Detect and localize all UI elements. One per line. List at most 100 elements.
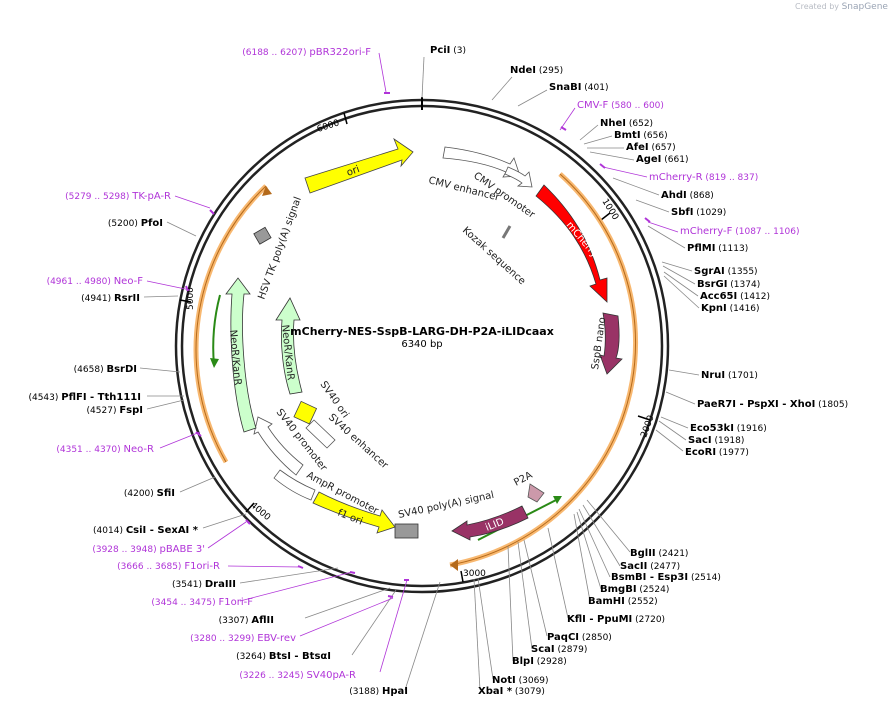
- enzyme-name: XbaI *: [478, 686, 513, 697]
- enzyme-name: PflFI - Tth111I: [61, 392, 141, 403]
- enzyme-name: BamHI: [588, 596, 625, 607]
- site-position: (1701): [725, 371, 758, 381]
- site-position: (580 .. 600): [608, 101, 664, 111]
- site-position: (1412): [737, 292, 770, 302]
- feature-ilid: [451, 505, 529, 541]
- site-position: (2720): [632, 615, 665, 625]
- site-position: (3): [450, 46, 466, 56]
- primer-name: mCherry-F: [680, 226, 733, 237]
- site-label: (3541) DraIII: [172, 579, 236, 590]
- site-position: (3307): [219, 616, 252, 626]
- enzyme-name: NotI: [492, 675, 516, 686]
- feature-sv40-enhancer: [305, 419, 336, 449]
- site-label: (6188 .. 6207) pBR322ori-F: [242, 47, 371, 58]
- enzyme-name: SfiI: [157, 488, 175, 499]
- site-position: (3188): [349, 687, 382, 697]
- site-label: CMV-F (580 .. 600): [577, 100, 664, 111]
- enzyme-name: CsiI - SexAI *: [126, 525, 199, 536]
- orf-arrow-mcherry: [450, 559, 458, 571]
- enzyme-name: NruI: [701, 370, 725, 381]
- enzyme-name: HpaI: [382, 686, 408, 697]
- label-mcherry: mCherry: [564, 220, 600, 260]
- enzyme-name: AhdI: [661, 190, 687, 201]
- site-position: (401): [581, 83, 608, 93]
- site-position: (3454 .. 3475): [151, 598, 218, 608]
- snapgene-logo: SnapGene: [841, 2, 888, 12]
- primer-name: F1ori-F: [219, 597, 254, 608]
- enzyme-name: NdeI: [510, 65, 536, 76]
- tick-5000: 5000: [186, 287, 196, 310]
- site-position: (2850): [579, 633, 612, 643]
- site-label: BmgBI (2524): [600, 584, 669, 595]
- site-label: (3226 .. 3245) SV40pA-R: [239, 670, 356, 681]
- enzyme-name: Eco53kI: [690, 423, 734, 434]
- enzyme-name: PflMI: [687, 243, 715, 254]
- site-position: (3280 .. 3299): [190, 634, 257, 644]
- site-position: (2524): [637, 585, 670, 595]
- enzyme-name: PfoI: [141, 218, 163, 229]
- site-position: (1416): [727, 304, 760, 314]
- primer-name: SV40pA-R: [307, 670, 356, 681]
- enzyme-name: Acc65I: [700, 291, 737, 302]
- orf-arrow-neo: [262, 186, 272, 196]
- site-position: (4351 .. 4370): [56, 445, 123, 455]
- orf-line-neo: [195, 185, 267, 463]
- site-label: SacI (1918): [688, 435, 744, 446]
- site-label: NheI (652): [600, 118, 653, 129]
- primer-name: mCherry-R: [649, 172, 703, 183]
- site-position: (3069): [516, 676, 549, 686]
- site-label: BamHI (2552): [588, 596, 658, 607]
- enzyme-name: AfeI: [626, 142, 649, 153]
- site-label: AgeI (661): [636, 154, 688, 165]
- site-position: (2514): [688, 573, 721, 583]
- orf-green-neo-arrow: [210, 358, 219, 368]
- site-label: EcoRI (1977): [685, 447, 749, 458]
- site-position: (3666 .. 3685): [117, 562, 184, 572]
- primer-marks: [185, 92, 651, 598]
- feature-f1-ori: [312, 491, 396, 534]
- label-neor-kanr-outer: NeoR/KanR: [227, 329, 243, 386]
- primer-name: pBR322ori-F: [309, 47, 371, 58]
- enzyme-name: BmgBI: [600, 584, 637, 595]
- feature-sspb-nano: [599, 312, 623, 375]
- site-position: (1916): [734, 424, 767, 434]
- feature-neor-kanr-outer: [225, 277, 257, 433]
- site-position: (652): [626, 119, 653, 129]
- enzyme-name: SacI: [688, 435, 712, 446]
- enzyme-name: RsrII: [114, 293, 140, 304]
- plasmid-name: mCherry-NES-SspB-LARG-DH-P2A-iLIDcaax: [290, 325, 554, 338]
- site-position: (5279 .. 5298): [65, 192, 132, 202]
- site-label: NotI (3069): [492, 675, 549, 686]
- site-position: (2879): [555, 645, 588, 655]
- site-position: (4527): [87, 406, 120, 416]
- site-label: BsrGI (1374): [697, 279, 760, 290]
- site-label: (3454 .. 3475) F1ori-F: [151, 597, 253, 608]
- site-position: (1113): [715, 244, 748, 254]
- primer-name: pBABE 3': [159, 544, 205, 555]
- enzyme-name: FspI: [119, 405, 143, 416]
- site-label: (3264) BtsI - BtsαI: [236, 651, 331, 662]
- site-position: (6188 .. 6207): [242, 48, 309, 58]
- site-position: (1374): [727, 280, 760, 290]
- site-label: KflI - PpuMI (2720): [567, 614, 665, 625]
- site-position: (1918): [712, 436, 745, 446]
- site-position: (1029): [693, 208, 726, 218]
- plasmid-length: 6340 bp: [401, 339, 442, 350]
- enzyme-name: BlpI: [512, 656, 534, 667]
- tick-6000: 6000: [316, 118, 341, 135]
- site-label: SnaBI (401): [549, 82, 608, 93]
- site-label: mCherry-F (1087 .. 1106): [680, 226, 800, 237]
- primer-name: F1ori-R: [184, 561, 220, 572]
- site-label: (4941) RsrII: [81, 293, 140, 304]
- feature-ori: [304, 137, 414, 194]
- primer-name: EBV-rev: [257, 633, 296, 644]
- site-label: (4351 .. 4370) Neo-R: [56, 444, 154, 455]
- label-ori: ori: [345, 164, 361, 179]
- site-label: ScaI (2879): [531, 644, 587, 655]
- site-position: (657): [649, 143, 676, 153]
- site-position: (661): [661, 155, 688, 165]
- site-label: (3188) HpaI: [349, 686, 408, 697]
- primer-name: TK-pA-R: [131, 191, 171, 202]
- site-position: (4961 .. 4980): [47, 277, 114, 287]
- site-position: (5200): [108, 219, 141, 229]
